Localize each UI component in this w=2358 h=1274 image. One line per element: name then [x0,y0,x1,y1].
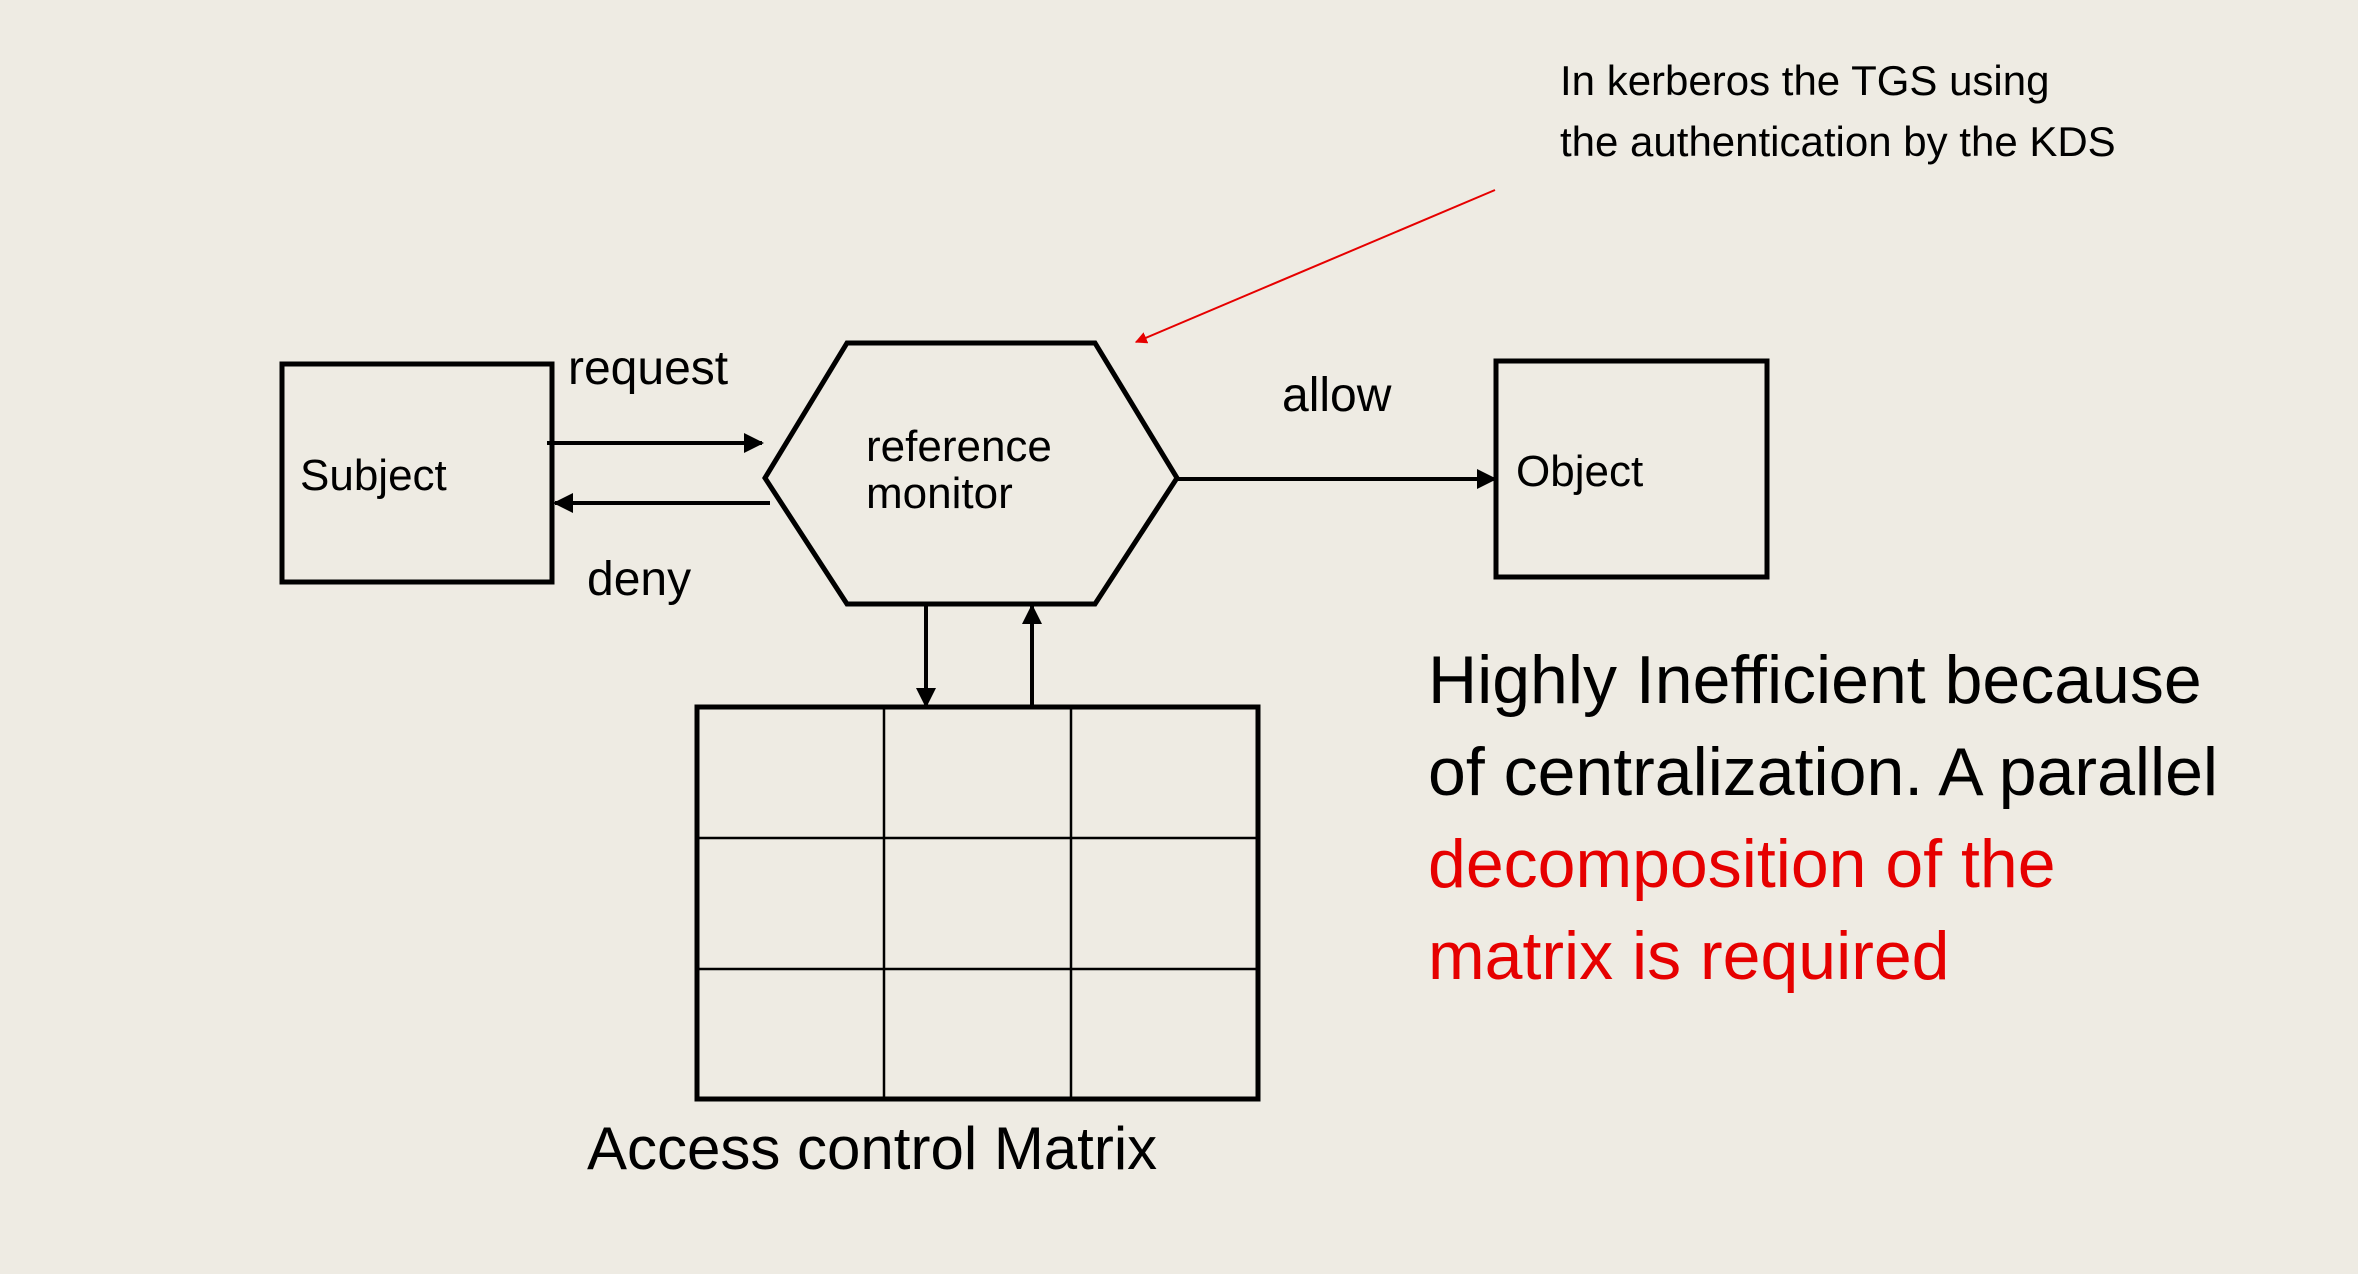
allow-label: allow [1282,369,1392,422]
request-label: request [568,342,728,395]
reference-monitor-label-line-1: reference [866,422,1052,471]
access-control-matrix [694,704,1261,1102]
annotation-arrow [1134,189,1496,344]
matrix-outline [694,704,1261,1102]
object-label: Object [1516,447,1643,496]
annotation-line-1: In kerberos the TGS using [1560,57,2049,104]
subject-box [279,361,555,585]
note-line-3: decomposition of the [1428,826,2056,902]
note-line-4: matrix is required [1428,918,1950,994]
matrix-caption: Access control Matrix [587,1115,1157,1182]
object-box [1493,358,1770,580]
note-line-2: of centralization. A parallel [1428,734,2218,810]
note-line-1: Highly Inefficient because [1428,642,2202,718]
subject-label: Subject [300,451,447,500]
annotation-line-2: the authentication by the KDS [1560,118,2116,165]
deny-label: deny [587,553,691,606]
reference-monitor-label-line-2: monitor [866,469,1013,518]
reference-monitor-hexagon [762,340,1180,607]
